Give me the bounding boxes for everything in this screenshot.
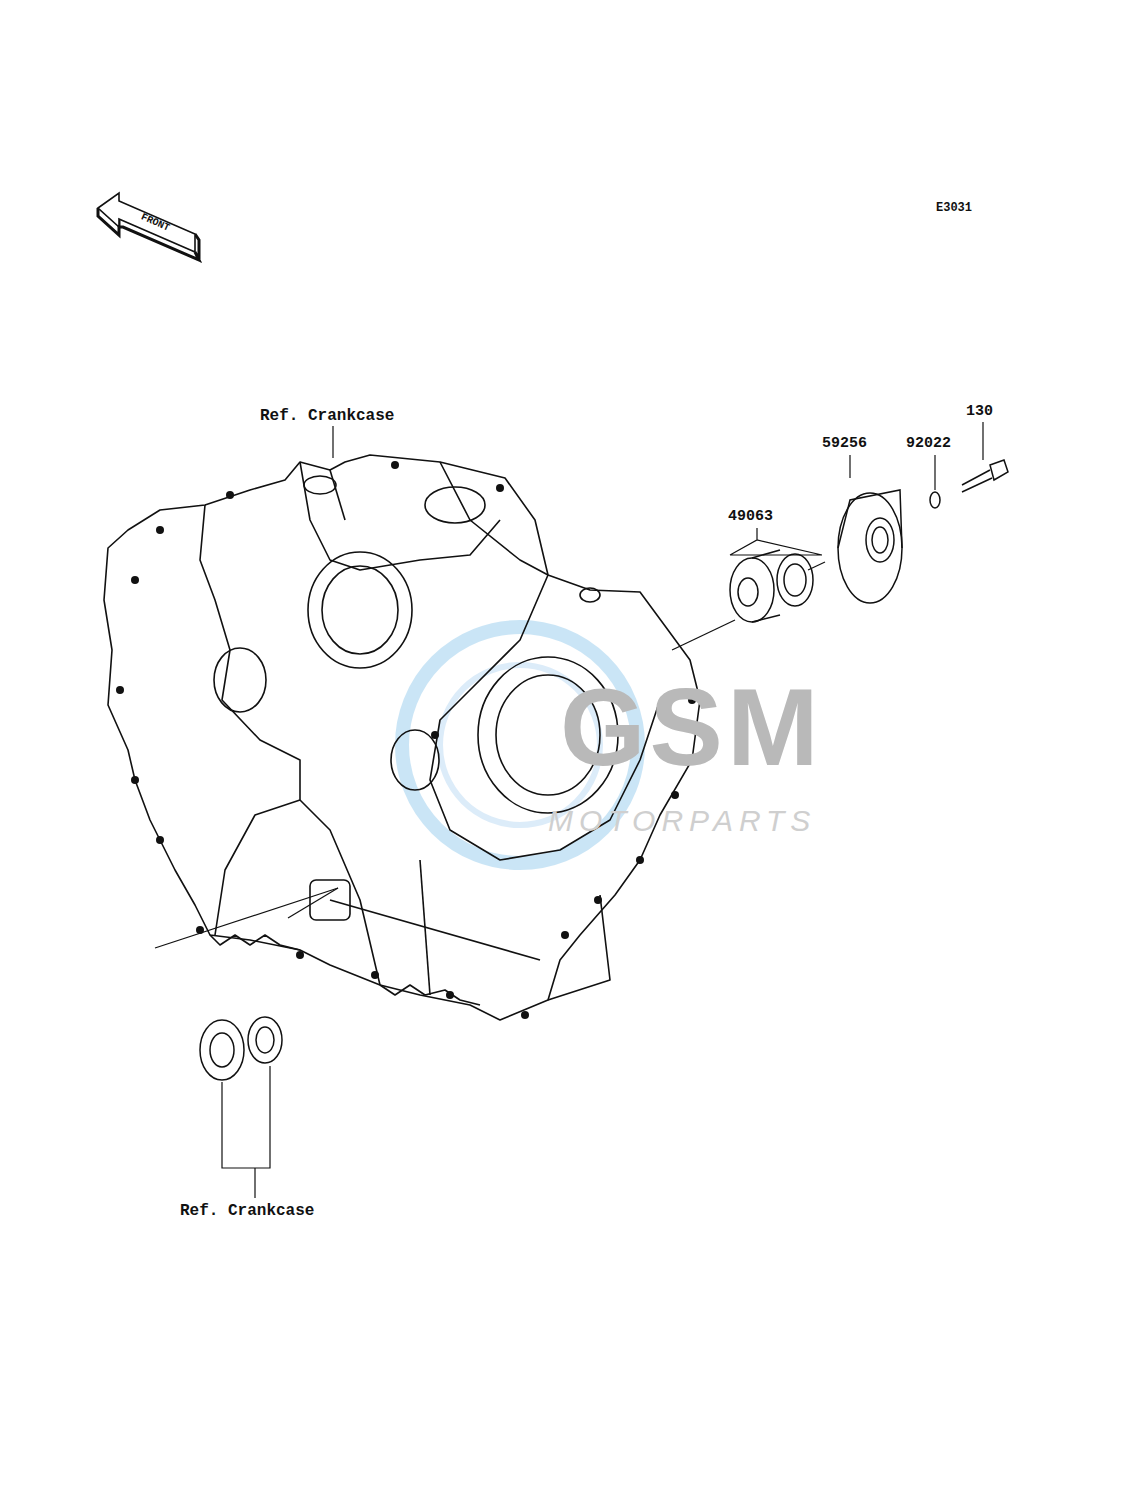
leader-lines [155,422,983,1198]
watermark: GSM [560,672,823,782]
part-number: 59256 [822,436,867,451]
arrow-outline [95,190,203,268]
watermark: MOTORPARTS [548,806,816,836]
part-number: 49063 [728,509,773,524]
front-arrow: FRONT [95,190,203,268]
part-number: 130 [966,404,993,419]
part-number: 92022 [906,436,951,451]
reference-note: Ref. Crankcase [180,1203,314,1219]
reference-note: Ref. Crankcase [260,408,394,424]
bearing-parts [200,460,1008,1080]
diagram-code: E3031 [936,202,972,214]
